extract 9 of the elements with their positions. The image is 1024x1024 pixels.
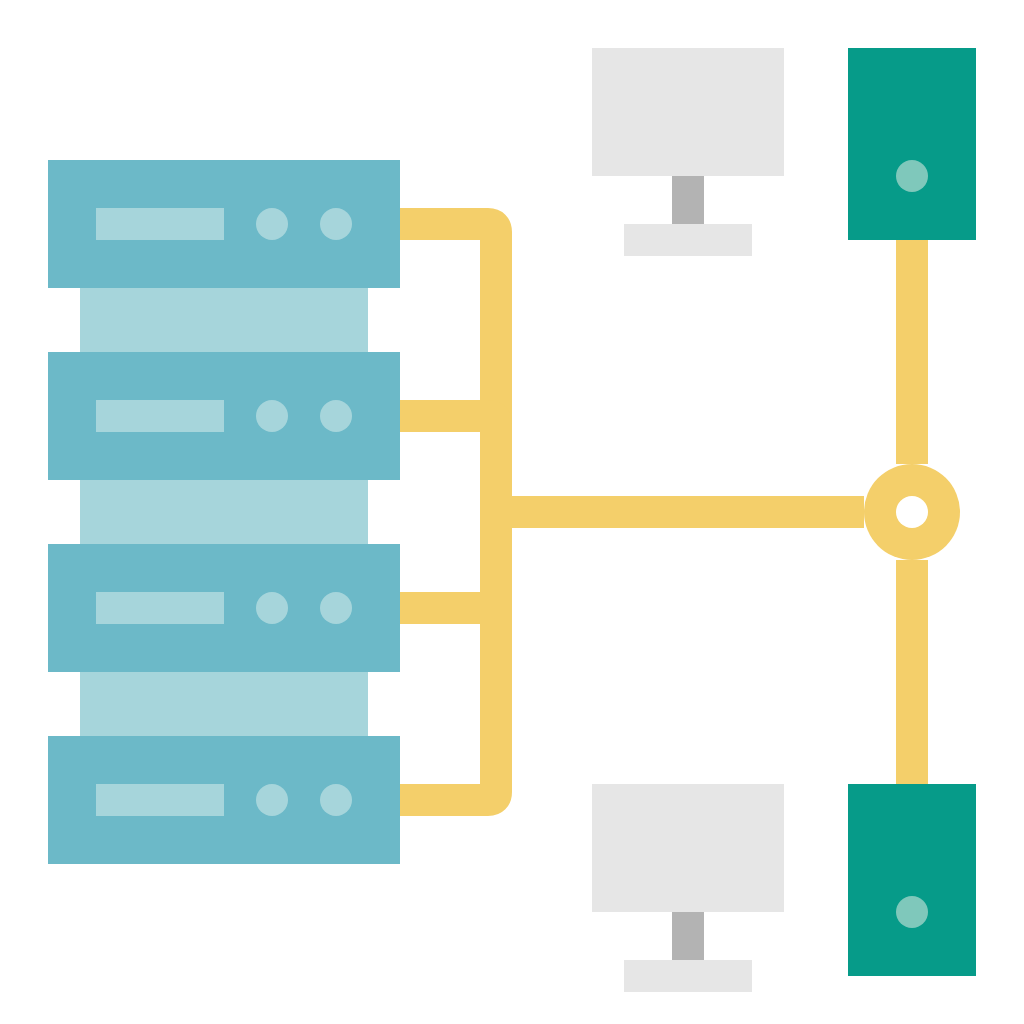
server-unit (48, 544, 400, 736)
tower-computer (848, 48, 976, 240)
server-unit (48, 160, 400, 352)
tower-computer (848, 784, 976, 976)
server-unit (48, 352, 400, 544)
hub-circle (864, 464, 960, 560)
server-unit (48, 736, 400, 864)
connector-line (896, 240, 928, 464)
connector-line (896, 560, 928, 784)
